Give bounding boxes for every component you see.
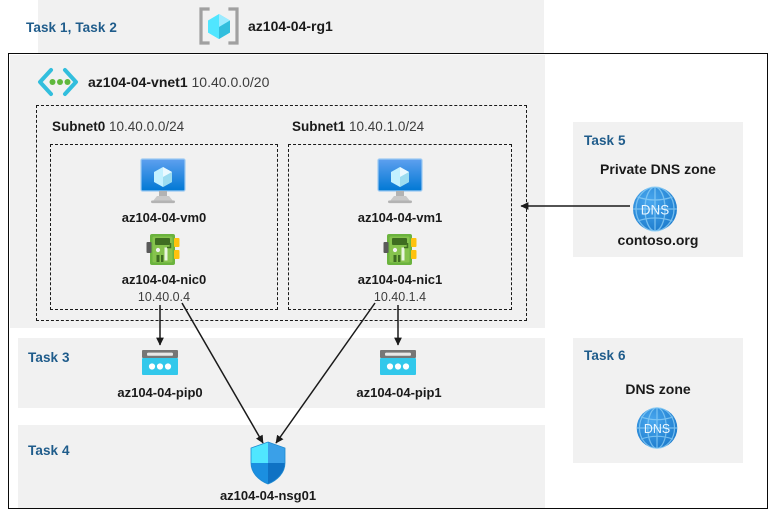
public-ip-address-icon [376,348,420,382]
dns-zone-title: DNS zone [625,381,691,397]
nic0-ip: 10.40.0.4 [137,290,191,304]
nic1-label: az104-04-nic1 [357,272,443,287]
subnet1-name: Subnet1 [292,119,346,134]
resource-group-band [38,0,544,53]
nic0-label: az104-04-nic0 [121,272,207,287]
nic1-ip: 10.40.1.4 [373,290,427,304]
virtual-machine-icon [135,155,191,205]
task-label-3: Task 3 [28,350,70,365]
task-label-6: Task 6 [584,348,626,363]
subnet0-title: Subnet0 10.40.0.0/24 [52,119,184,134]
vnet-title: az104-04-vnet1 10.40.0.0/20 [88,74,269,90]
task-label-4: Task 4 [28,443,70,458]
resource-group-name: az104-04-rg1 [248,18,333,34]
svg-text:DNS: DNS [641,203,670,218]
vnet-name: az104-04-vnet1 [88,74,188,90]
task-label-1-2: Task 1, Task 2 [26,20,117,35]
svg-text:DNS: DNS [644,422,670,436]
nsg-label: az104-04-nsg01 [219,488,317,503]
subnet1-box [288,144,512,310]
subnet0-name: Subnet0 [52,119,106,134]
vm1-label: az104-04-vm1 [357,210,443,225]
virtual-machine-icon [372,155,428,205]
vnet-address-space: 10.40.0.0/20 [191,74,270,90]
subnet1-address-prefix: 10.40.1.0/24 [349,119,425,134]
subnet0-box [50,144,278,310]
subnet1-title: Subnet1 10.40.1.0/24 [292,119,424,134]
pip0-label: az104-04-pip0 [117,385,203,400]
virtual-network-icon [36,67,80,97]
pip1-label: az104-04-pip1 [356,385,442,400]
task-label-5: Task 5 [584,133,626,148]
resource-group-icon [198,6,240,46]
network-security-group-shield-icon [247,440,289,486]
dns-zone-globe-icon: DNS [629,183,681,235]
public-ip-address-icon [138,348,182,382]
vm0-label: az104-04-vm0 [121,210,207,225]
network-interface-icon [143,231,183,269]
private-dns-zone-name: contoso.org [617,232,699,248]
dns-zone-globe-icon: DNS [633,404,681,452]
network-interface-icon [380,231,420,269]
private-dns-zone-title: Private DNS zone [600,161,716,177]
subnet0-address-prefix: 10.40.0.0/24 [109,119,185,134]
